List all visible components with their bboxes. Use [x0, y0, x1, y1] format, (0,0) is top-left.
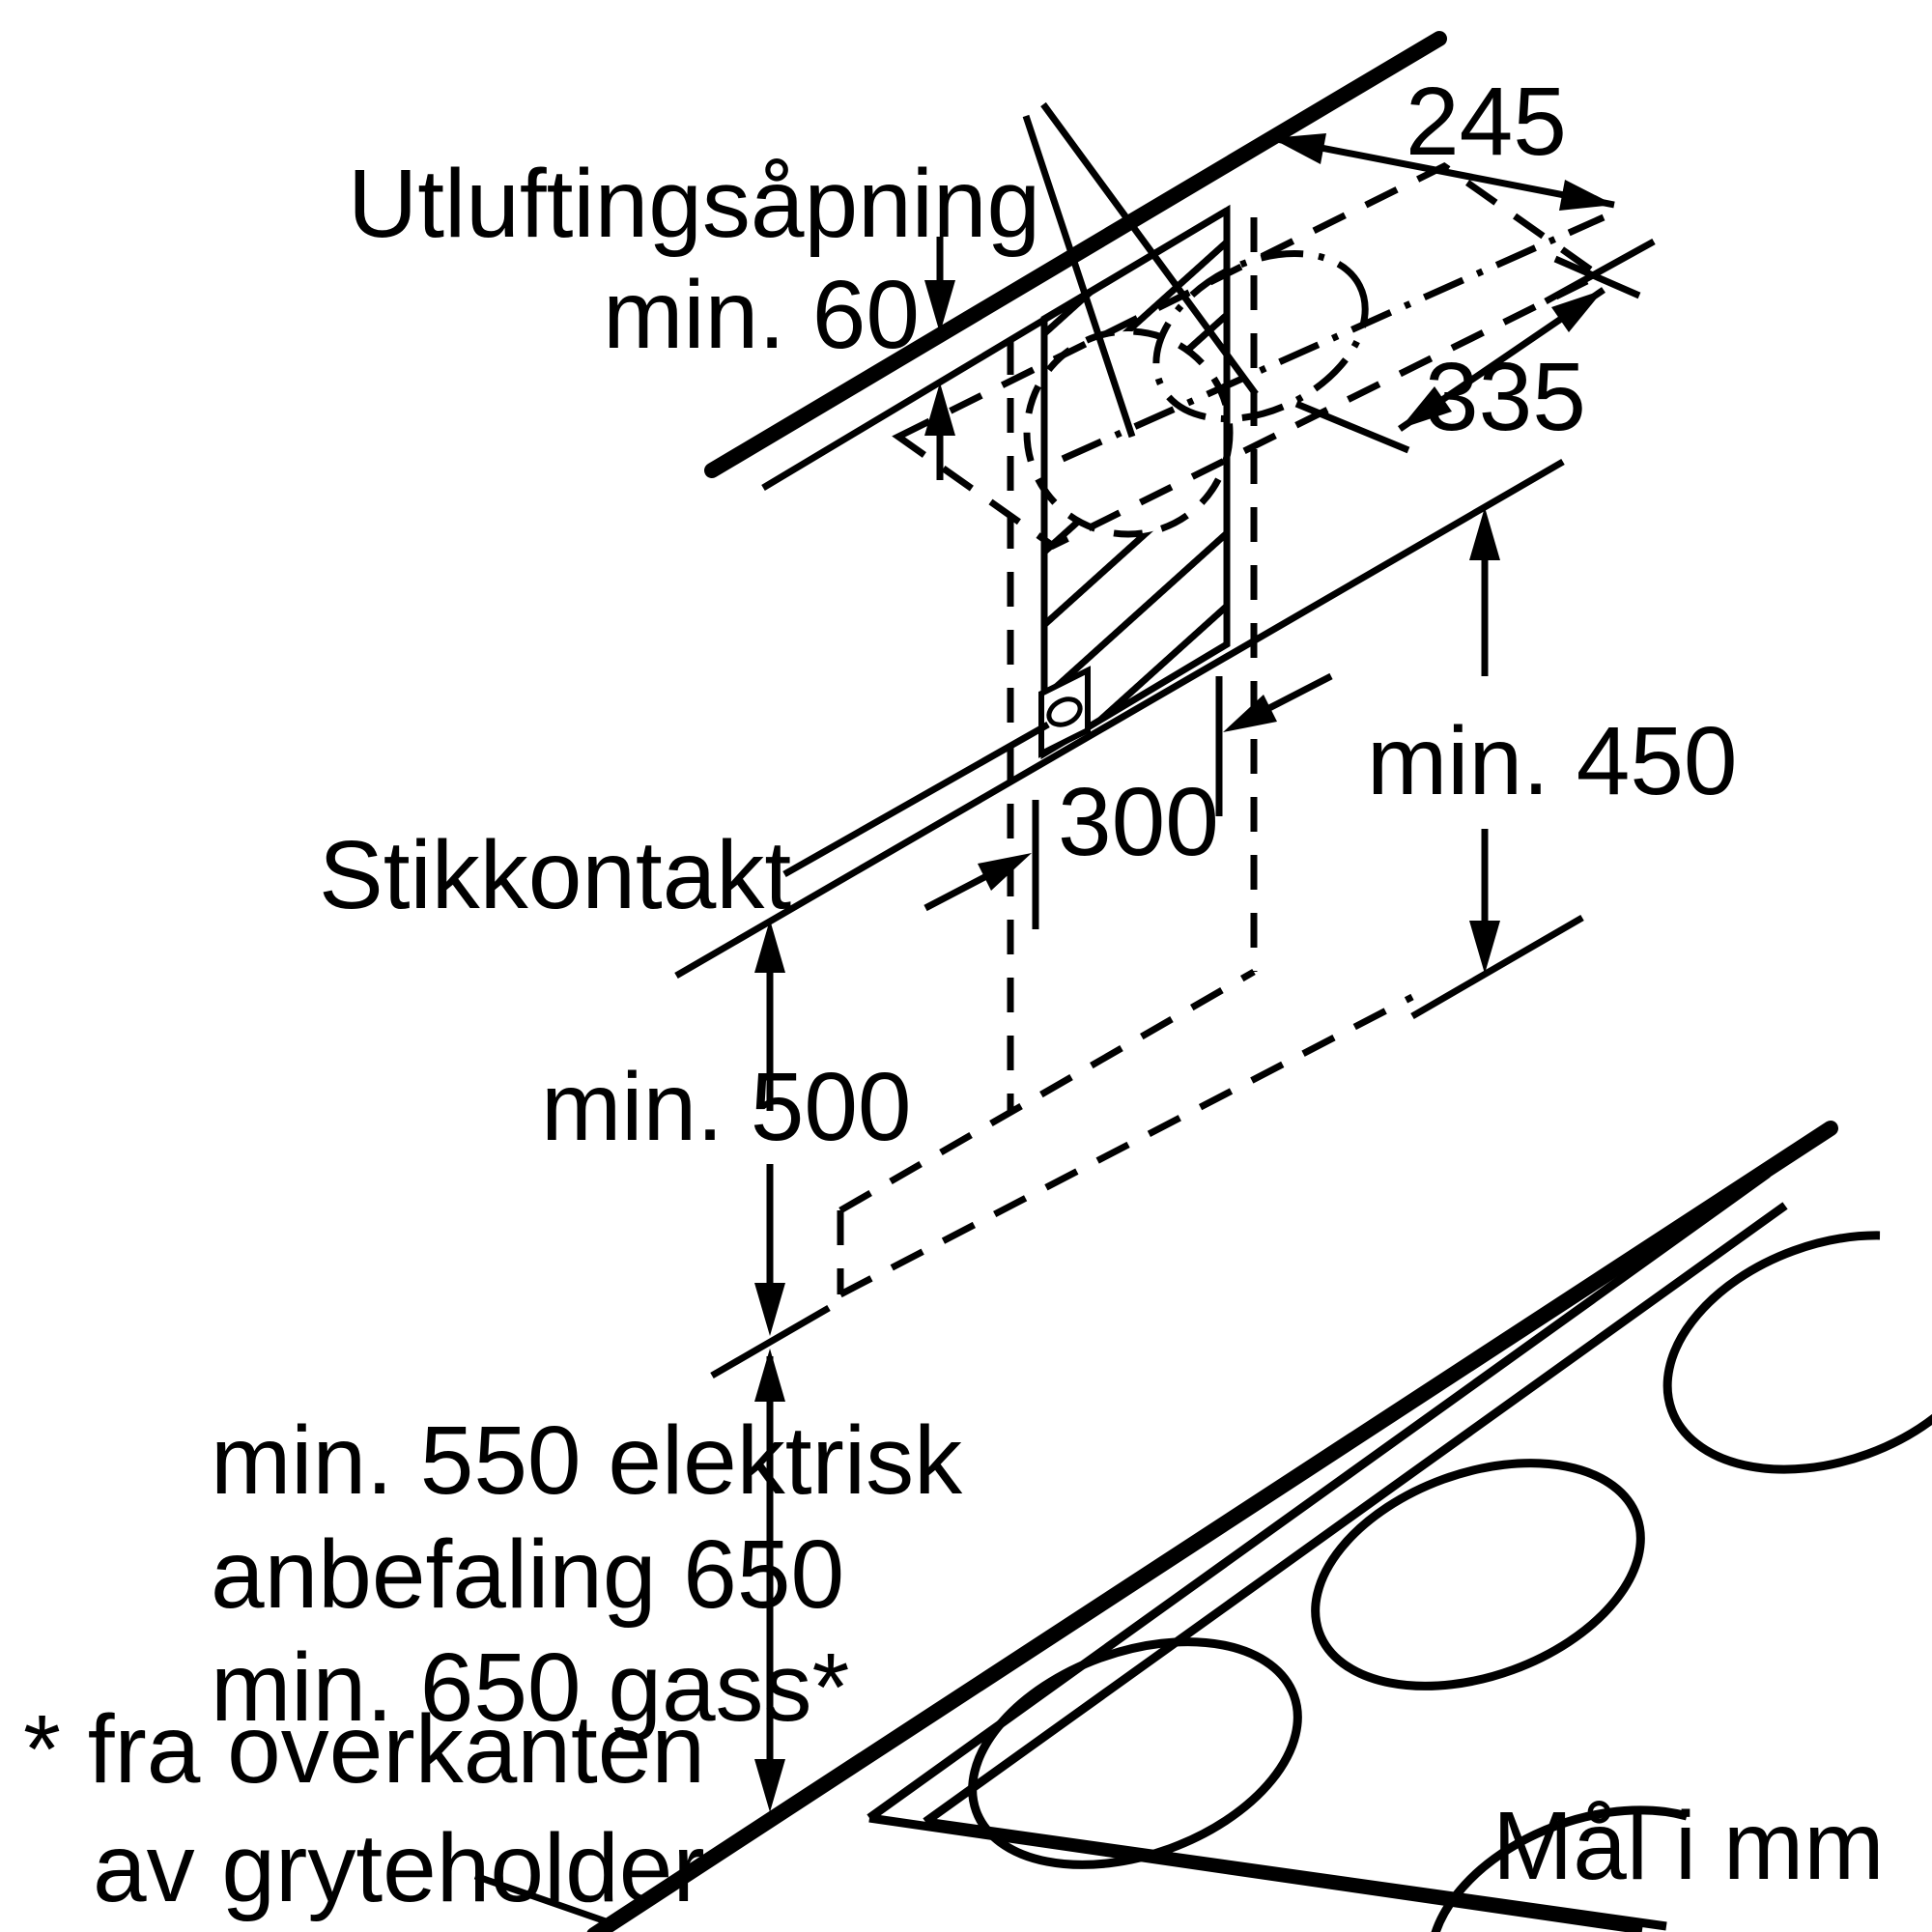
- dimension-245: [1270, 133, 1656, 305]
- dim-300-label: 300: [1058, 768, 1219, 876]
- clearance-recommended-label: anbefaling 650: [211, 1520, 844, 1629]
- dim-min500-label: min. 500: [541, 1053, 912, 1161]
- dimension-min60: [924, 237, 955, 480]
- countertop-edge-line: [586, 1121, 1838, 1932]
- vent-label-leader-1: [1022, 114, 1136, 439]
- hole-centerline: [1061, 213, 1605, 463]
- dim-min450-label: min. 450: [1367, 707, 1738, 815]
- dimension-min550: [754, 1349, 785, 1812]
- alt-hole-dashdot-ellipse: [1152, 249, 1369, 423]
- power-socket-symbol: [1038, 666, 1091, 758]
- socket-label-leader: [782, 721, 1050, 878]
- footnote-line1: * fra overkanten: [23, 1695, 705, 1804]
- strip-top-reference-line: [761, 207, 1229, 492]
- dimension-min450: [1410, 507, 1584, 1020]
- footnote-line2: av gryteholder: [93, 1814, 705, 1922]
- dimension-min500: [710, 920, 831, 1379]
- dimension-335: [1294, 255, 1641, 454]
- canopy-dashed-outline: [837, 968, 1414, 1298]
- burner-right-partial: [1662, 1231, 1932, 1474]
- wall-edge-line: [704, 31, 1447, 478]
- socket-label: Stikkontakt: [319, 821, 791, 929]
- clearance-gas-label: min. 650 gass*: [211, 1634, 849, 1742]
- dimension-300: [923, 672, 1333, 929]
- dim-min60-label: min. 60: [603, 261, 920, 369]
- clearance-electric-label: min. 550 elektrisk: [211, 1406, 963, 1515]
- burner-rear: [1311, 1459, 1645, 1690]
- units-note: Mål i mm: [1492, 1792, 1885, 1900]
- vent-opening-label: Utluftingsåpning: [348, 150, 1040, 258]
- burner-front-left: [968, 1637, 1302, 1869]
- ceiling-zone-dashed-outline: [892, 161, 1605, 551]
- footnote-leader: [473, 1872, 611, 1926]
- mounting-reference-line: [674, 458, 1565, 980]
- dim-335-label: 335: [1425, 343, 1586, 451]
- cooktop: [867, 1170, 1932, 1932]
- vent-label-leader-2: [1040, 101, 1259, 397]
- burner-front-right-partial: [1426, 1805, 1762, 1932]
- dim-245-label: 245: [1406, 68, 1567, 176]
